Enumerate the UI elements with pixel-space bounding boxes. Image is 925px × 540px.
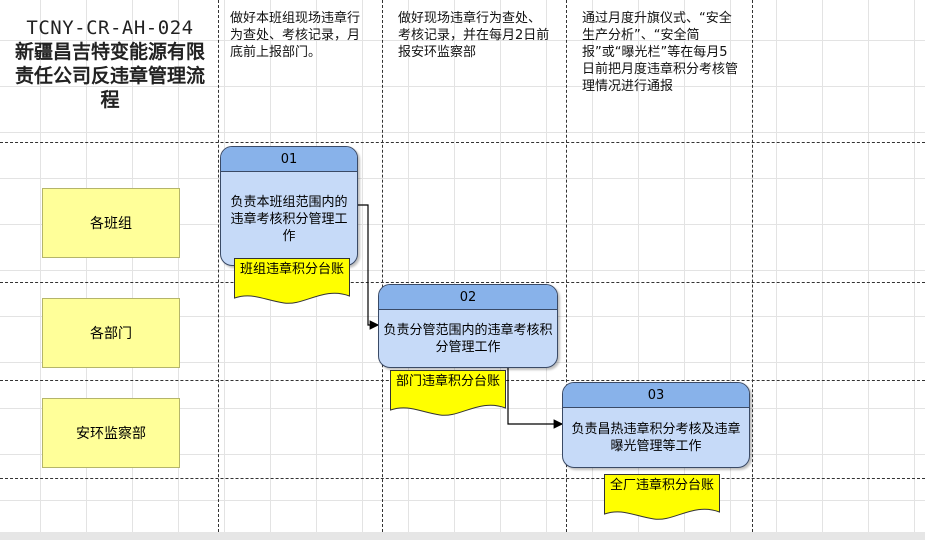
column-note-1: 做好本班组现场违章行为查处、考核记录，月底前上报部门。	[230, 11, 361, 60]
lane-label-team: 各班组	[42, 188, 180, 258]
column-divider	[382, 0, 383, 532]
document-shape	[234, 258, 350, 304]
column-divider	[752, 0, 753, 532]
process-name: 新疆昌吉特变能源有限责任公司反违章管理流程	[14, 41, 205, 111]
step-description: 负责分管范围内的违章考核积分管理工作	[383, 323, 553, 355]
document-team-ledger[interactable]: 班组违章积分台账	[234, 258, 350, 308]
column-divider	[566, 0, 567, 532]
document-code: TCNY-CR-AH-024	[26, 17, 194, 39]
column-note-3: 通过月度升旗仪式、“安全生产分析”、“安全简报”或“曝光栏”等在每月5日前把月度…	[582, 11, 739, 94]
lane-label-department: 各部门	[42, 298, 180, 368]
arrow-02-to-03	[507, 350, 564, 429]
document-label: 全厂违章积分台账	[609, 478, 714, 493]
horizontal-scrollbar[interactable]	[0, 532, 925, 540]
process-step-01[interactable]: 01 负责本班组范围内的违章考核积分管理工作	[220, 146, 358, 266]
lane-divider	[0, 282, 925, 283]
document-shape	[604, 474, 720, 520]
step-number: 03	[563, 383, 749, 408]
lane-divider	[0, 478, 925, 479]
step-description: 负责本班组范围内的违章考核积分管理工作	[230, 194, 348, 244]
arrow-01-to-02	[356, 204, 380, 330]
document-department-ledger[interactable]: 部门违章积分台账	[390, 370, 506, 420]
step-number: 01	[221, 147, 357, 172]
lane-divider	[0, 142, 925, 143]
diagram-title: TCNY-CR-AH-024 新疆昌吉特变能源有限责任公司反违章管理流程	[10, 16, 210, 112]
column-divider	[218, 0, 219, 532]
document-label: 班组违章积分台账	[239, 262, 344, 277]
process-step-03[interactable]: 03 负责昌热违章积分考核及违章曝光管理等工作	[562, 382, 750, 468]
column-note-2: 做好现场违章行为查处、考核记录，并在每月2日前报安环监察部	[398, 11, 550, 60]
step-description: 负责昌热违章积分考核及违章曝光管理等工作	[571, 422, 741, 454]
document-shape	[390, 370, 506, 416]
lane-label-safety-dept: 安环监察部	[42, 398, 180, 468]
document-plant-ledger[interactable]: 全厂违章积分台账	[604, 474, 720, 524]
document-label: 部门违章积分台账	[395, 374, 500, 389]
step-number: 02	[379, 285, 557, 310]
process-step-02[interactable]: 02 负责分管范围内的违章考核积分管理工作	[378, 284, 558, 368]
